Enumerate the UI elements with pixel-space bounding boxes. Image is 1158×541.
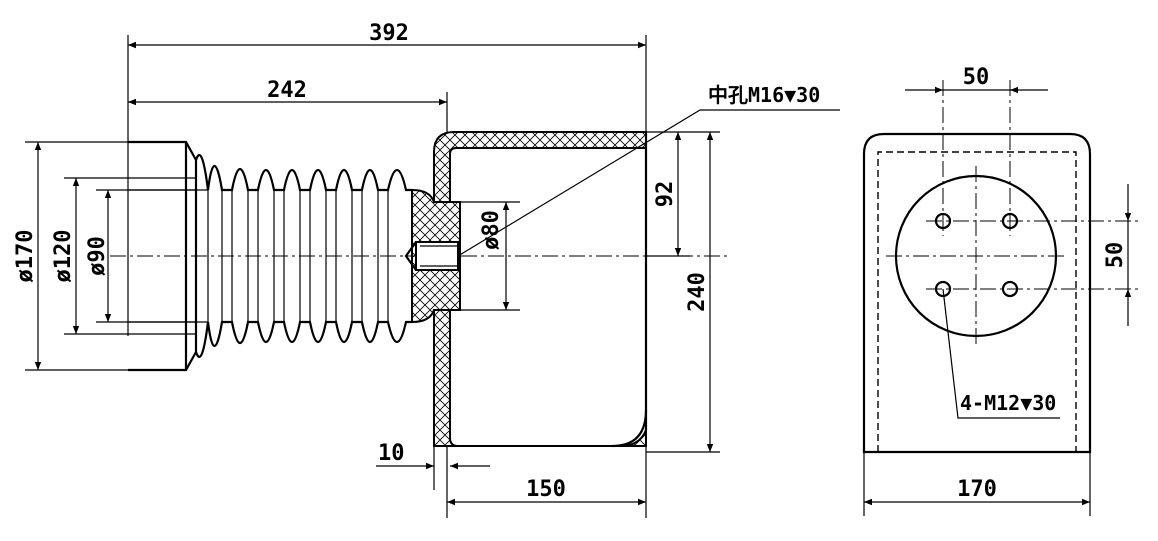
leader-center-hole: [457, 109, 840, 257]
leader-bolt-holes: [942, 288, 1060, 419]
dim-label-80-dia: ø80: [479, 210, 504, 250]
dim-label-242: 242: [267, 78, 307, 103]
dim-label-150: 150: [526, 477, 566, 502]
end-view-hidden-wall: [877, 151, 1077, 452]
note-center-hole: 中孔M16▼30: [708, 83, 820, 107]
dim-label-90-dia: ø90: [85, 236, 110, 276]
bolt-holes: [926, 80, 1140, 298]
dim-label-50-h: 50: [963, 65, 990, 90]
end-view-outline: [862, 132, 1092, 454]
note-bolt-holes: 4-M12▼30: [960, 391, 1056, 415]
threaded-hole: [415, 241, 459, 271]
dim-label-50-v: 50: [1103, 242, 1128, 269]
sheds-lower: [194, 320, 412, 358]
dim-label-120-dia: ø120: [51, 230, 76, 283]
dim-label-240: 240: [685, 272, 710, 312]
sheds-upper: [194, 154, 412, 192]
dim-label-92: 92: [653, 181, 678, 208]
dim-label-170-dia: ø170: [13, 230, 38, 283]
dim-label-392: 392: [369, 21, 409, 46]
shed-core-lines: [207, 190, 389, 322]
dim-label-10: 10: [378, 441, 405, 466]
cup-wall-top: [433, 131, 647, 203]
cup-wall-bottom: [433, 309, 647, 447]
side-view: 392 242: [13, 21, 840, 518]
end-view: 50 50 4-M12▼30 170: [862, 65, 1140, 516]
dim-label-170-width: 170: [957, 477, 997, 502]
